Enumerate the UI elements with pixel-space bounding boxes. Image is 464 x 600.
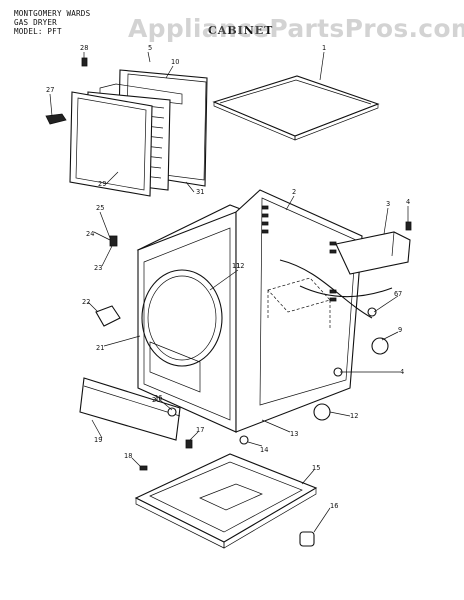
diagram-title: CABINET xyxy=(208,24,274,37)
callout-9: 9 xyxy=(398,326,402,334)
toe-panel xyxy=(79,377,181,441)
callout-23: 23 xyxy=(94,264,102,272)
callout-3: 3 xyxy=(386,200,390,208)
main-cabinet xyxy=(136,189,393,433)
callout-11: 11 xyxy=(232,262,240,270)
callout-21: 21 xyxy=(96,344,104,352)
top-panel xyxy=(212,75,380,141)
small-parts xyxy=(95,235,389,547)
callout-16: 16 xyxy=(330,502,338,510)
callout-25: 25 xyxy=(96,204,104,212)
door-assembly xyxy=(45,57,208,197)
base-frame xyxy=(134,453,318,549)
callout-6: 6 xyxy=(394,290,398,298)
callout-29: 29 xyxy=(98,180,106,188)
leader-lines xyxy=(49,51,409,533)
callout-10: 10 xyxy=(171,58,179,66)
callout-14: 14 xyxy=(260,446,268,454)
callout-12a: 12 xyxy=(236,262,244,270)
callout-15: 15 xyxy=(312,464,320,472)
callout-5: 5 xyxy=(148,44,152,52)
callout-1: 1 xyxy=(322,44,326,52)
header-brand: MONTGOMERY WARDS xyxy=(14,9,91,18)
header-appliance-type: GAS DRYER xyxy=(14,18,57,27)
callout-4a: 4 xyxy=(406,198,410,206)
callout-19: 19 xyxy=(94,436,102,444)
callout-24: 24 xyxy=(86,230,94,238)
header-model: MODEL: PFT xyxy=(14,27,62,36)
callout-7: 7 xyxy=(398,290,402,298)
callout-18: 18 xyxy=(124,452,132,460)
callout-22: 22 xyxy=(82,298,90,306)
watermark: AppliancePartsPros.com xyxy=(128,14,464,43)
callout-20: 20 xyxy=(152,396,160,404)
callout-17: 17 xyxy=(196,426,204,434)
callout-31: 31 xyxy=(196,188,204,196)
callout-13: 13 xyxy=(290,430,298,438)
callout-28: 28 xyxy=(80,44,88,52)
callout-4b: 4 xyxy=(400,368,404,376)
callout-26: 26 xyxy=(154,394,162,402)
callout-numbers: 1 2 3 4 4 5 6 7 9 10 11 12 12 13 14 15 1… xyxy=(46,44,410,510)
callout-2: 2 xyxy=(292,188,296,196)
callout-12b: 12 xyxy=(350,412,358,420)
callout-27: 27 xyxy=(46,86,54,94)
